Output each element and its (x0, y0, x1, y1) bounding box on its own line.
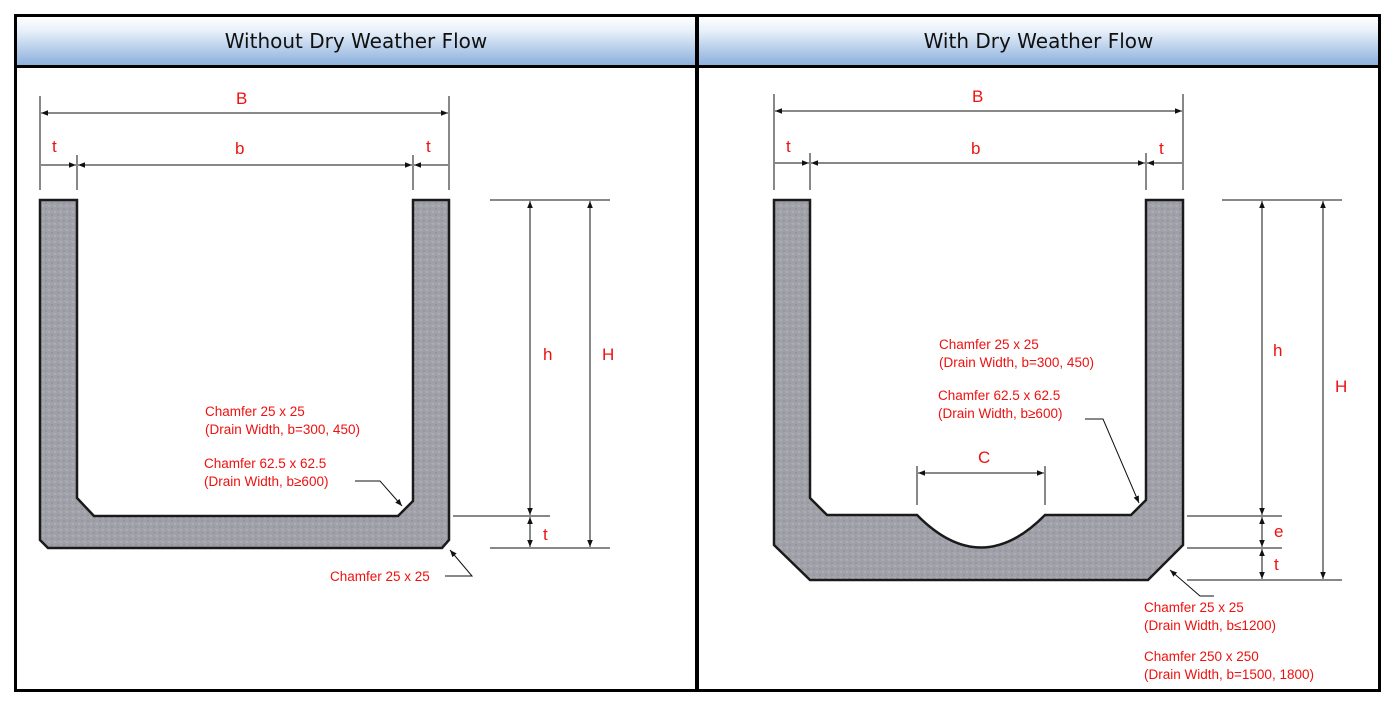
left-label-B: B (236, 89, 247, 108)
right-label-H: H (1335, 377, 1347, 396)
left-note-chamfer-small-width: (Drain Width, b=300, 450) (205, 422, 360, 437)
left-label-t-bottom: t (543, 525, 548, 544)
right-label-t-right: t (1159, 139, 1164, 158)
right-note-chamfer-small-width: (Drain Width, b=300, 450) (939, 355, 1094, 370)
left-dim-tbt: t b t (41, 137, 448, 190)
right-label-b: b (971, 139, 980, 158)
right-label-e: e (1274, 522, 1283, 541)
right-drain-section (772, 198, 1185, 582)
right-label-C: C (978, 448, 990, 467)
right-note-chamfer-large-width: (Drain Width, b≥600) (938, 406, 1062, 421)
left-dim-B: B (39, 89, 450, 190)
left-label-H: H (602, 345, 614, 364)
right-leader-inner (1085, 418, 1140, 504)
right-header: With Dry Weather Flow (699, 17, 1378, 68)
left-note-chamfer-large: Chamfer 62.5 x 62.5 (204, 456, 326, 471)
left-label-t-left: t (52, 137, 57, 156)
right-note-chamfer-outer-width: (Drain Width, b≤1200) (1144, 618, 1276, 633)
left-note-chamfer-large-width: (Drain Width, b≥600) (204, 474, 328, 489)
right-leader-outer (1169, 569, 1214, 597)
right-dim-tbt: t b t (775, 137, 1182, 190)
right-label-t-left: t (786, 137, 791, 156)
right-label-t-bottom: t (1274, 555, 1279, 574)
left-label-t-right: t (426, 137, 431, 156)
right-dim-vertical: h H e t (1187, 199, 1347, 581)
left-label-b: b (235, 139, 244, 158)
left-leader-outer (445, 549, 474, 577)
left-dim-vertical: h H t (453, 199, 614, 549)
right-note-chamfer-outer: Chamfer 25 x 25 (1144, 600, 1244, 615)
left-leader-inner (355, 480, 403, 507)
left-label-h: h (543, 345, 552, 364)
left-note-chamfer-outer: Chamfer 25 x 25 (330, 569, 430, 584)
right-dim-B: B (773, 87, 1184, 190)
right-drawing: B t b t C h (772, 87, 1347, 682)
column-divider (695, 14, 699, 692)
right-note-chamfer-large: Chamfer 62.5 x 62.5 (938, 388, 1060, 403)
left-note-chamfer-small: Chamfer 25 x 25 (205, 404, 305, 419)
right-label-h: h (1273, 341, 1282, 360)
right-label-B: B (972, 87, 983, 106)
right-note-chamfer-big: Chamfer 250 x 250 (1144, 649, 1259, 664)
right-note-chamfer-small: Chamfer 25 x 25 (939, 337, 1039, 352)
right-note-chamfer-big-width: (Drain Width, b=1500, 1800) (1144, 667, 1314, 682)
right-dim-C: C (916, 448, 1046, 505)
left-header: Without Dry Weather Flow (17, 17, 695, 68)
left-drain-section (38, 198, 451, 550)
left-drawing: B t b t h H t Chamfer 25 x 25 (Drain Wi (38, 89, 614, 584)
